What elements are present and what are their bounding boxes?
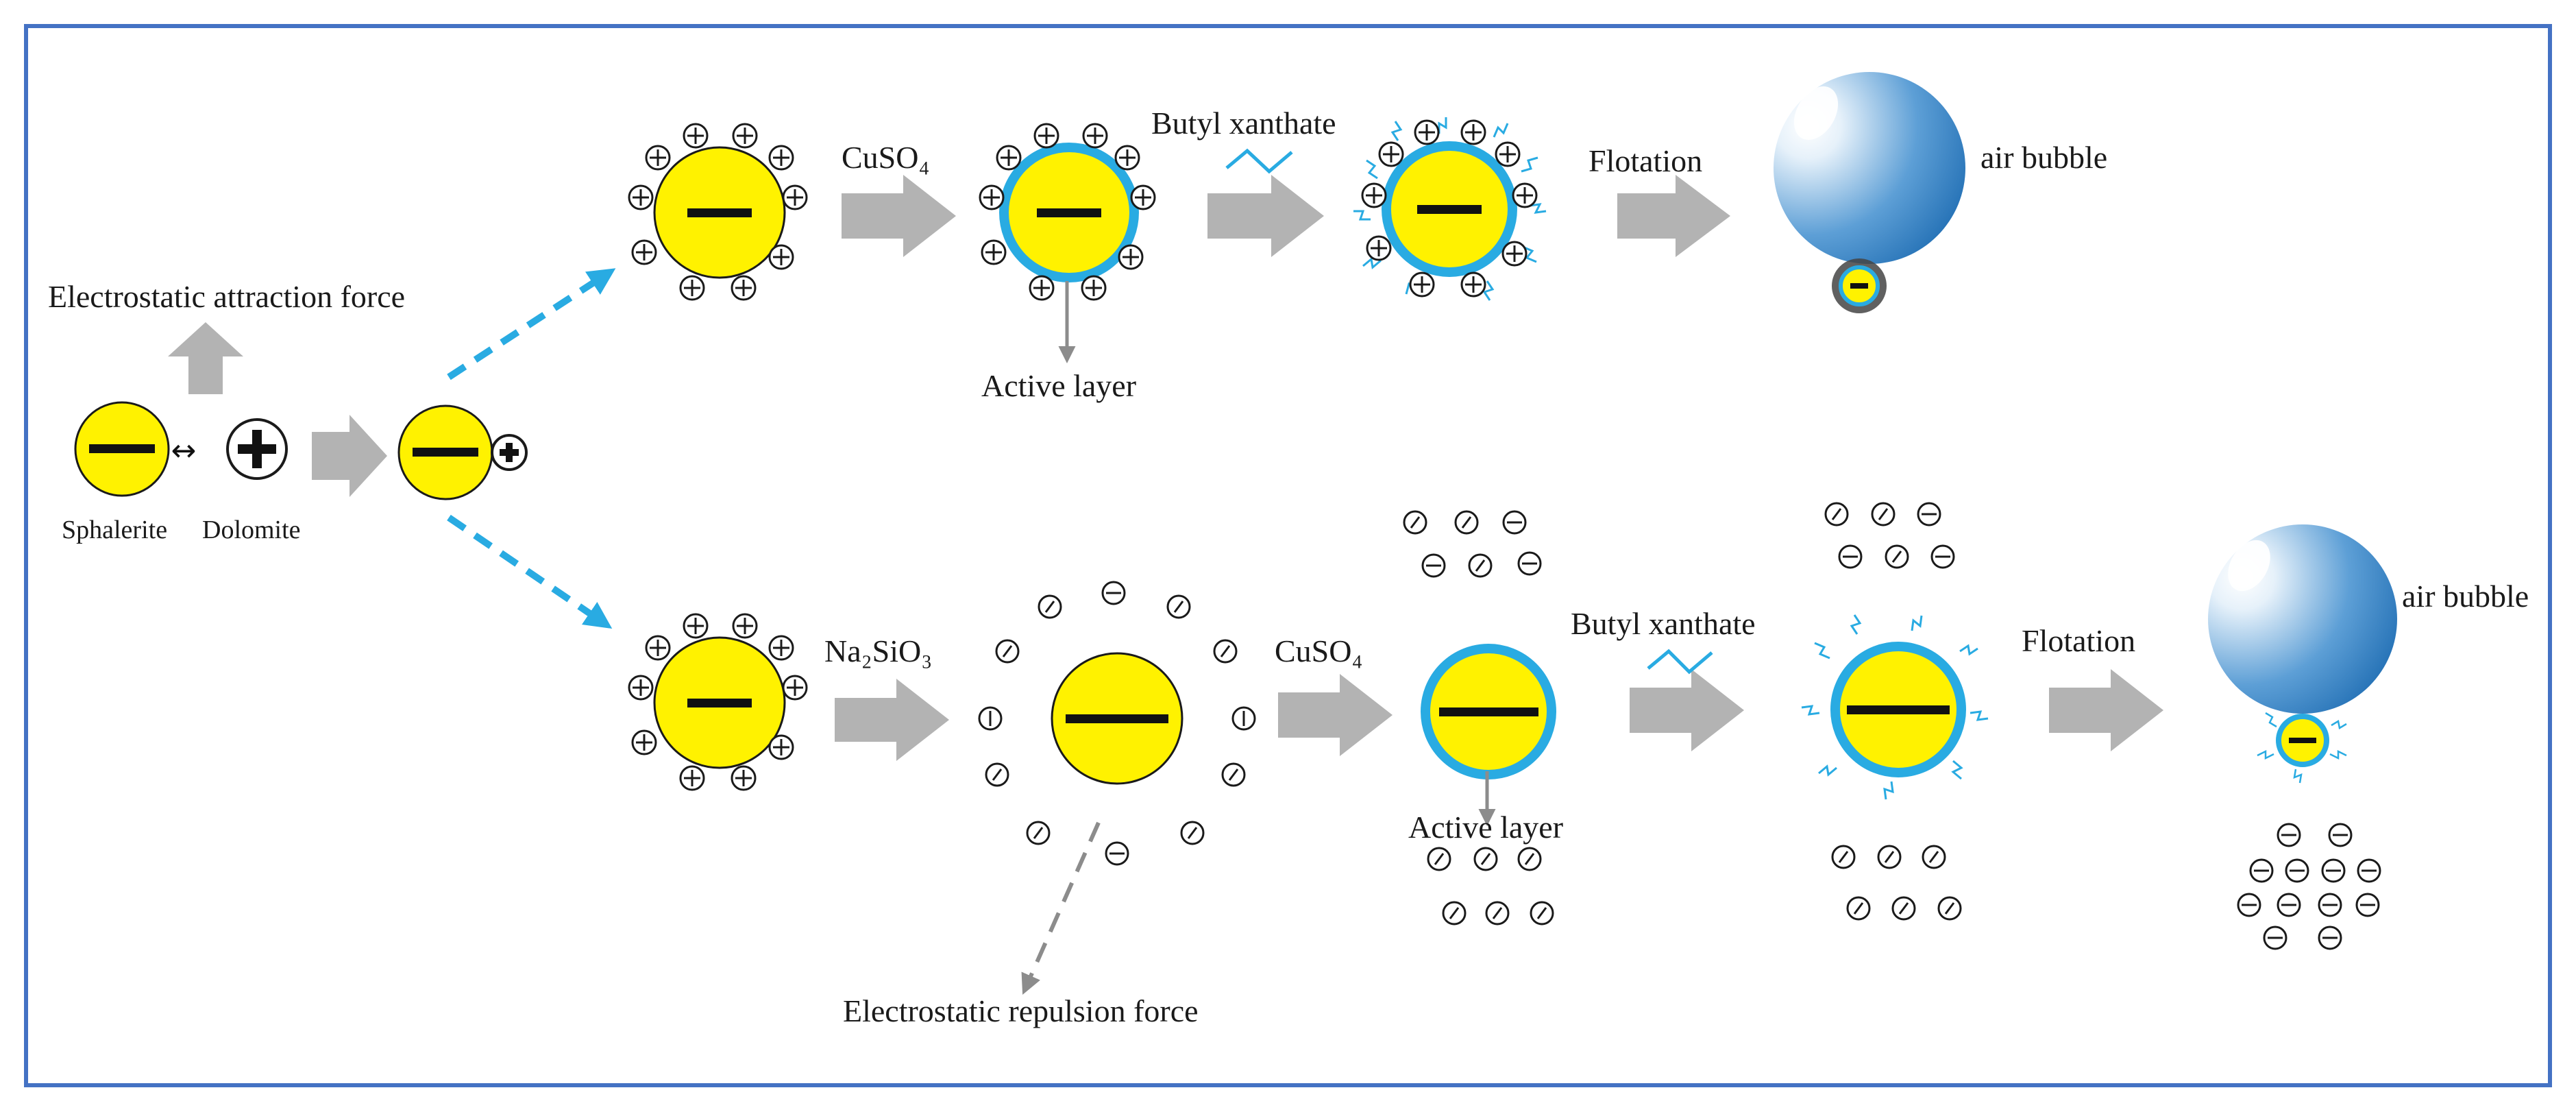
active-layer-label: Active layer: [1408, 810, 1563, 845]
double-arrow-icon: ↔: [171, 433, 197, 468]
dolomite-label: Dolomite: [202, 516, 301, 544]
air-bubble-label: air bubble: [2402, 579, 2529, 614]
sphalerite-with-dolomite-fines: [628, 123, 808, 301]
bubble-highlight: [2228, 540, 2270, 592]
process-arrow: [835, 679, 949, 761]
reagent-label: Butyl xanthate: [1571, 606, 1756, 641]
process-arrow: [842, 175, 956, 257]
free-silicate-anions: [1427, 847, 1554, 925]
flotation-label: Flotation: [1588, 143, 1702, 178]
sphalerite-particle: [74, 401, 170, 497]
free-silicate-anions: [1403, 510, 1542, 578]
negative-charge-icon: [89, 444, 155, 453]
bubble-highlight: [1793, 86, 1839, 140]
process-arrow: [312, 415, 387, 497]
active-layer-label: Active layer: [981, 368, 1136, 403]
top-row: CuSO₄ Active layer Butyl xanthate: [628, 72, 2107, 403]
figure-frame: [24, 24, 2552, 1087]
sphalerite-label: Sphalerite: [62, 516, 167, 544]
process-arrow: [1207, 175, 1324, 257]
process-arrow: [2049, 669, 2163, 751]
attached-particle: [1832, 258, 1887, 313]
reagent-label: CuSO₄: [842, 140, 930, 175]
dolomite-particle: [226, 418, 288, 480]
sphalerite-dolomite-aggregate: [397, 404, 528, 500]
repulsion-pointer: [1021, 821, 1101, 995]
activated-sphalerite: [1421, 644, 1556, 779]
collector-coated-sphalerite: [1801, 614, 1989, 800]
dashed-arrow-lower: [447, 514, 613, 629]
activated-sphalerite: [979, 123, 1156, 301]
reagent-label: Butyl xanthate: [1151, 106, 1336, 141]
released-anions: [2237, 823, 2381, 950]
air-bubble-label: air bubble: [1980, 140, 2107, 175]
repulsion-force-label: Electrostatic repulsion force: [843, 993, 1199, 1028]
xanthate-zigzag-icon: [1647, 649, 1713, 675]
bottom-row: Na₂SiO₃ Electrostatic repulsion force Cu…: [628, 502, 2529, 1028]
reagent-label: Na₂SiO₃: [824, 633, 932, 668]
collector-coated-sphalerite: [1353, 117, 1547, 301]
flotation-label: Flotation: [2022, 623, 2135, 658]
attached-particle: [2257, 712, 2347, 784]
xanthate-zigzag-icon: [1225, 148, 1293, 174]
dashed-arrow-upper: [447, 268, 616, 380]
left-section: Electrostatic attraction force ↔ Sphaler…: [48, 268, 616, 629]
silicate-coated-sphalerite: [978, 581, 1256, 866]
process-arrow: [1630, 669, 1744, 751]
reagent-label: CuSO₄: [1275, 633, 1363, 668]
process-arrow: [1278, 674, 1393, 756]
sphalerite-with-dolomite-fines: [628, 613, 808, 791]
attraction-force-label: Electrostatic attraction force: [48, 279, 405, 314]
process-arrow: [1617, 175, 1730, 257]
attraction-up-arrow: [168, 322, 243, 394]
